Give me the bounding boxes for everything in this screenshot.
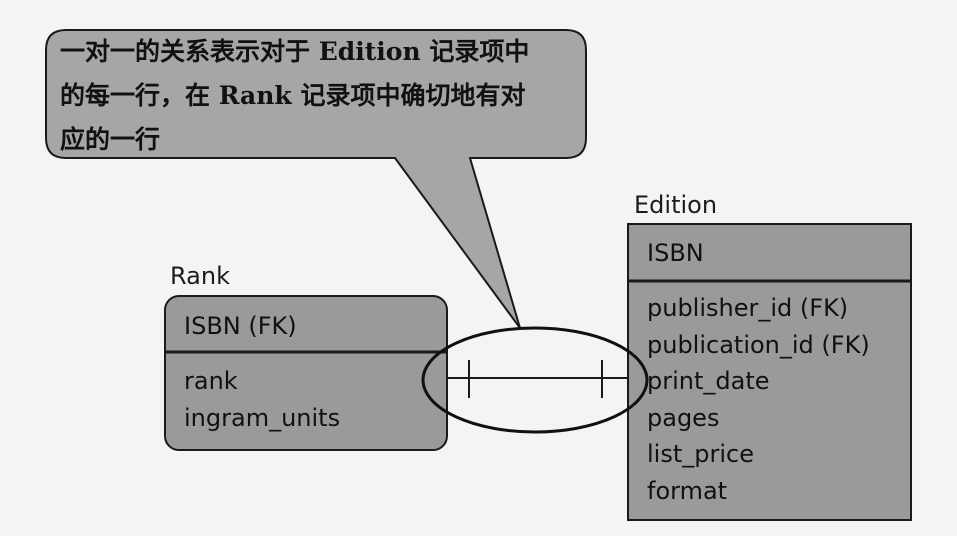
edition-key-attribute: ISBN bbox=[647, 239, 704, 267]
rank-key-attribute: ISBN (FK) bbox=[184, 312, 297, 340]
rank-entity-box bbox=[164, 295, 448, 451]
callout-text: 一对一的关系表示对于 Edition 记录项中 的每一行，在 Rank 记录项中… bbox=[60, 30, 590, 162]
edition-entity-name: Edition bbox=[634, 191, 718, 219]
rank-attribute-list: rank ingram_units bbox=[184, 363, 340, 436]
rank-attribute: ingram_units bbox=[184, 403, 341, 432]
edition-attribute-list: publisher_id (FK) publication_id (FK) pr… bbox=[647, 290, 870, 509]
edition-attribute: format bbox=[647, 476, 728, 505]
callout-bubble bbox=[45, 29, 587, 329]
rank-entity-name: Rank bbox=[170, 262, 230, 290]
callout-line-3: 应的一行 bbox=[60, 125, 161, 154]
edition-attribute: print_date bbox=[647, 367, 770, 395]
rank-attribute: rank bbox=[184, 367, 238, 395]
callout-line-2: 的每一行，在 Rank 记录项中确切地有对 bbox=[60, 81, 526, 110]
edition-attribute: pages bbox=[647, 403, 720, 432]
edition-attribute: publisher_id (FK) bbox=[647, 294, 849, 322]
edition-attribute: list_price bbox=[647, 440, 754, 468]
edition-attribute: publication_id (FK) bbox=[647, 330, 870, 359]
relationship-highlight-ellipse bbox=[421, 326, 649, 434]
edition-entity-box bbox=[627, 223, 912, 521]
callout-line-1: 一对一的关系表示对于 Edition 记录项中 bbox=[60, 37, 530, 66]
